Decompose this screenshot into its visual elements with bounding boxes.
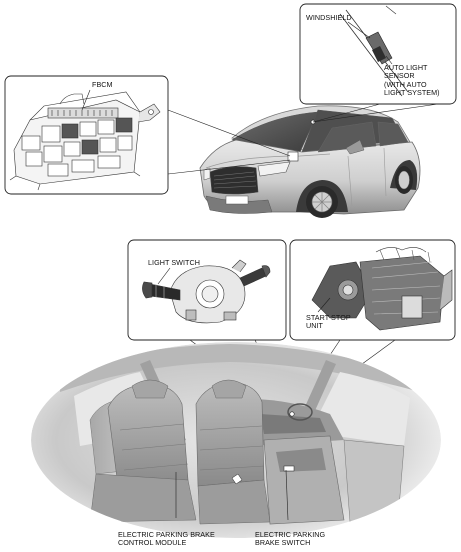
start-stop-unit-inset: [289, 239, 456, 413]
fbcm-label: FBCM: [92, 80, 113, 89]
vehicle-exterior: [199, 105, 421, 218]
light-switch-label: LIGHT SWITCH: [148, 258, 200, 267]
auto-light-sensor-inset: [299, 3, 457, 123]
epb-switch-label: ELECTRIC PARKING BRAKE SWITCH: [255, 530, 326, 548]
fbcm-inset: [4, 75, 291, 195]
start-stop-unit-label: START STOP UNIT: [306, 313, 351, 331]
epb-switch-leader: [285, 469, 289, 521]
epb-control-module-label: ELECTRIC PARKING BRAKE CONTROL MODULE: [118, 530, 215, 548]
windshield-label: WINDSHIELD: [306, 13, 352, 22]
vehicle-cabin: [31, 342, 441, 538]
auto-light-sensor-label: AUTO LIGHT SENSOR (WITH AUTO LIGHT SYSTE…: [384, 63, 440, 98]
light-switch-inset: [127, 239, 291, 411]
